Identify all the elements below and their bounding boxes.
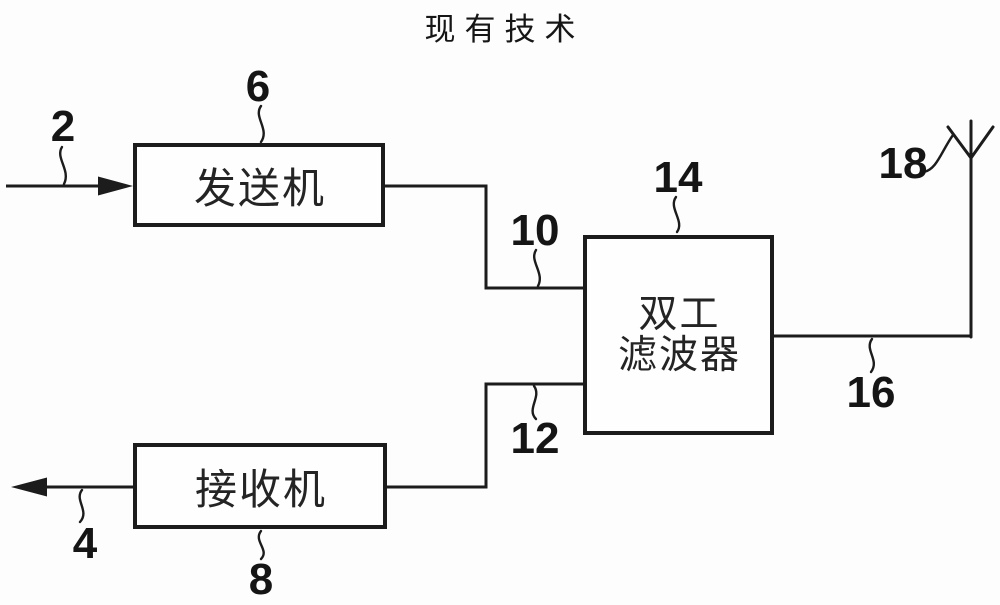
duplexer-to-rx-line: [387, 382, 583, 489]
ref-label-6: 6: [245, 62, 271, 111]
leader-ref-2: [59, 145, 67, 186]
leader-ref-18: [922, 133, 955, 174]
leader-ref-16: [868, 337, 876, 374]
receiver-box: 接收机: [133, 443, 387, 529]
receiver-label: 接收机: [194, 467, 327, 514]
output-arrowhead-icon: [11, 477, 47, 497]
duplexer-label-line1: 双工: [638, 293, 721, 336]
leader-ref-6: [257, 104, 265, 144]
leader-ref-14: [672, 195, 681, 234]
leader-ref-8: [257, 529, 265, 561]
transmitter-label: 发送机: [193, 166, 326, 213]
leader-ref-4: [78, 488, 85, 524]
leader-ref-10: [533, 248, 541, 288]
duplexer-label-line2: 滤波器: [617, 334, 741, 377]
input-arrowhead-icon: [98, 176, 133, 196]
ref-label-4: 4: [72, 519, 98, 568]
figure-title: 现有技术: [424, 12, 585, 47]
ref-label-10: 10: [510, 206, 560, 255]
ref-label-12: 12: [510, 414, 560, 463]
transmitter-box: 发送机: [133, 143, 385, 227]
antenna-right-arm: [969, 125, 995, 160]
antenna-left-arm: [946, 125, 973, 160]
tx-to-duplexer-line: [385, 184, 583, 290]
ref-label-18: 18: [878, 139, 928, 188]
ref-label-2: 2: [50, 102, 76, 151]
leader-ref-12: [531, 384, 538, 421]
antenna-icon: [946, 119, 995, 339]
duplexer-box: 双工 滤波器: [583, 235, 774, 435]
ref-label-16: 16: [846, 368, 896, 417]
ref-label-14: 14: [653, 153, 703, 202]
ref-label-8: 8: [248, 555, 274, 604]
